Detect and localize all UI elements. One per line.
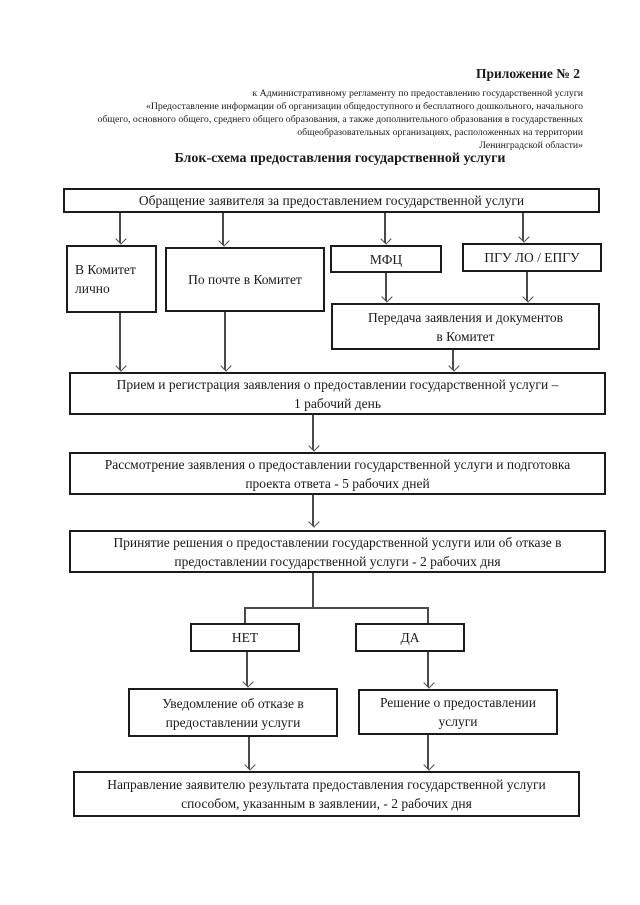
appendix-label: Приложение № 2 — [476, 66, 580, 81]
arrow-komitet-lichno-to-priem — [119, 313, 121, 370]
arrow-priem-to-rassmotrenie — [312, 415, 314, 450]
node-napravlenie-rezultata: Направление заявителю результата предост… — [73, 771, 580, 817]
arrow-reshenie-to-napravlenie — [427, 735, 429, 769]
arrow-peredacha-to-priem — [452, 350, 454, 370]
connector-branch-to-net — [244, 607, 246, 623]
node-peredacha: Передача заявления и документов в Комите… — [331, 303, 600, 350]
arrow-net-to-uvedomlenie — [246, 652, 248, 686]
connector-decision-branch — [244, 607, 429, 609]
node-decision-net: НЕТ — [190, 623, 300, 652]
scheme-title: Блок-схема предоставления государственно… — [174, 151, 506, 166]
regulation-text: к Административному регламенту по предос… — [97, 88, 583, 151]
node-komitet-lichno: В Комитет лично — [66, 245, 157, 313]
arrow-uvedomlenie-to-napravlenie — [248, 737, 250, 769]
node-mfc: МФЦ — [330, 245, 442, 273]
arrow-obrashchenie-to-pgu — [522, 213, 524, 241]
arrow-obrashchenie-to-komitet-lichno — [119, 213, 121, 243]
arrow-da-to-reshenie — [427, 652, 429, 687]
node-po-pochte: По почте в Комитет — [165, 247, 325, 312]
connector-prinyatie-down — [312, 573, 314, 608]
connector-branch-to-da — [427, 607, 429, 623]
arrow-pgu-to-peredacha — [526, 272, 528, 301]
node-rassmotrenie: Рассмотрение заявления о предоставлении … — [69, 452, 606, 495]
arrow-rassmotrenie-to-prinyatie — [312, 495, 314, 526]
node-prinyatie-reshenija: Принятие решения о предоставлении госуда… — [69, 530, 606, 573]
arrow-obrashchenie-to-mfc — [384, 213, 386, 243]
arrow-mfc-to-peredacha — [385, 273, 387, 301]
node-priem-registracija: Прием и регистрация заявления о предоста… — [69, 372, 606, 415]
node-uvedomlenie-otkaz: Уведомление об отказе в предоставлении у… — [128, 688, 338, 737]
node-pgu-epgu: ПГУ ЛО / ЕПГУ — [462, 243, 602, 272]
node-reshenie-predostavlenie: Решение о предоставлении услуги — [358, 689, 558, 735]
node-obrashchenie: Обращение заявителя за предоставлением г… — [63, 188, 600, 213]
node-decision-da: ДА — [355, 623, 465, 652]
arrow-po-pochte-to-priem — [224, 312, 226, 370]
arrow-obrashchenie-to-po-pochte — [222, 213, 224, 245]
